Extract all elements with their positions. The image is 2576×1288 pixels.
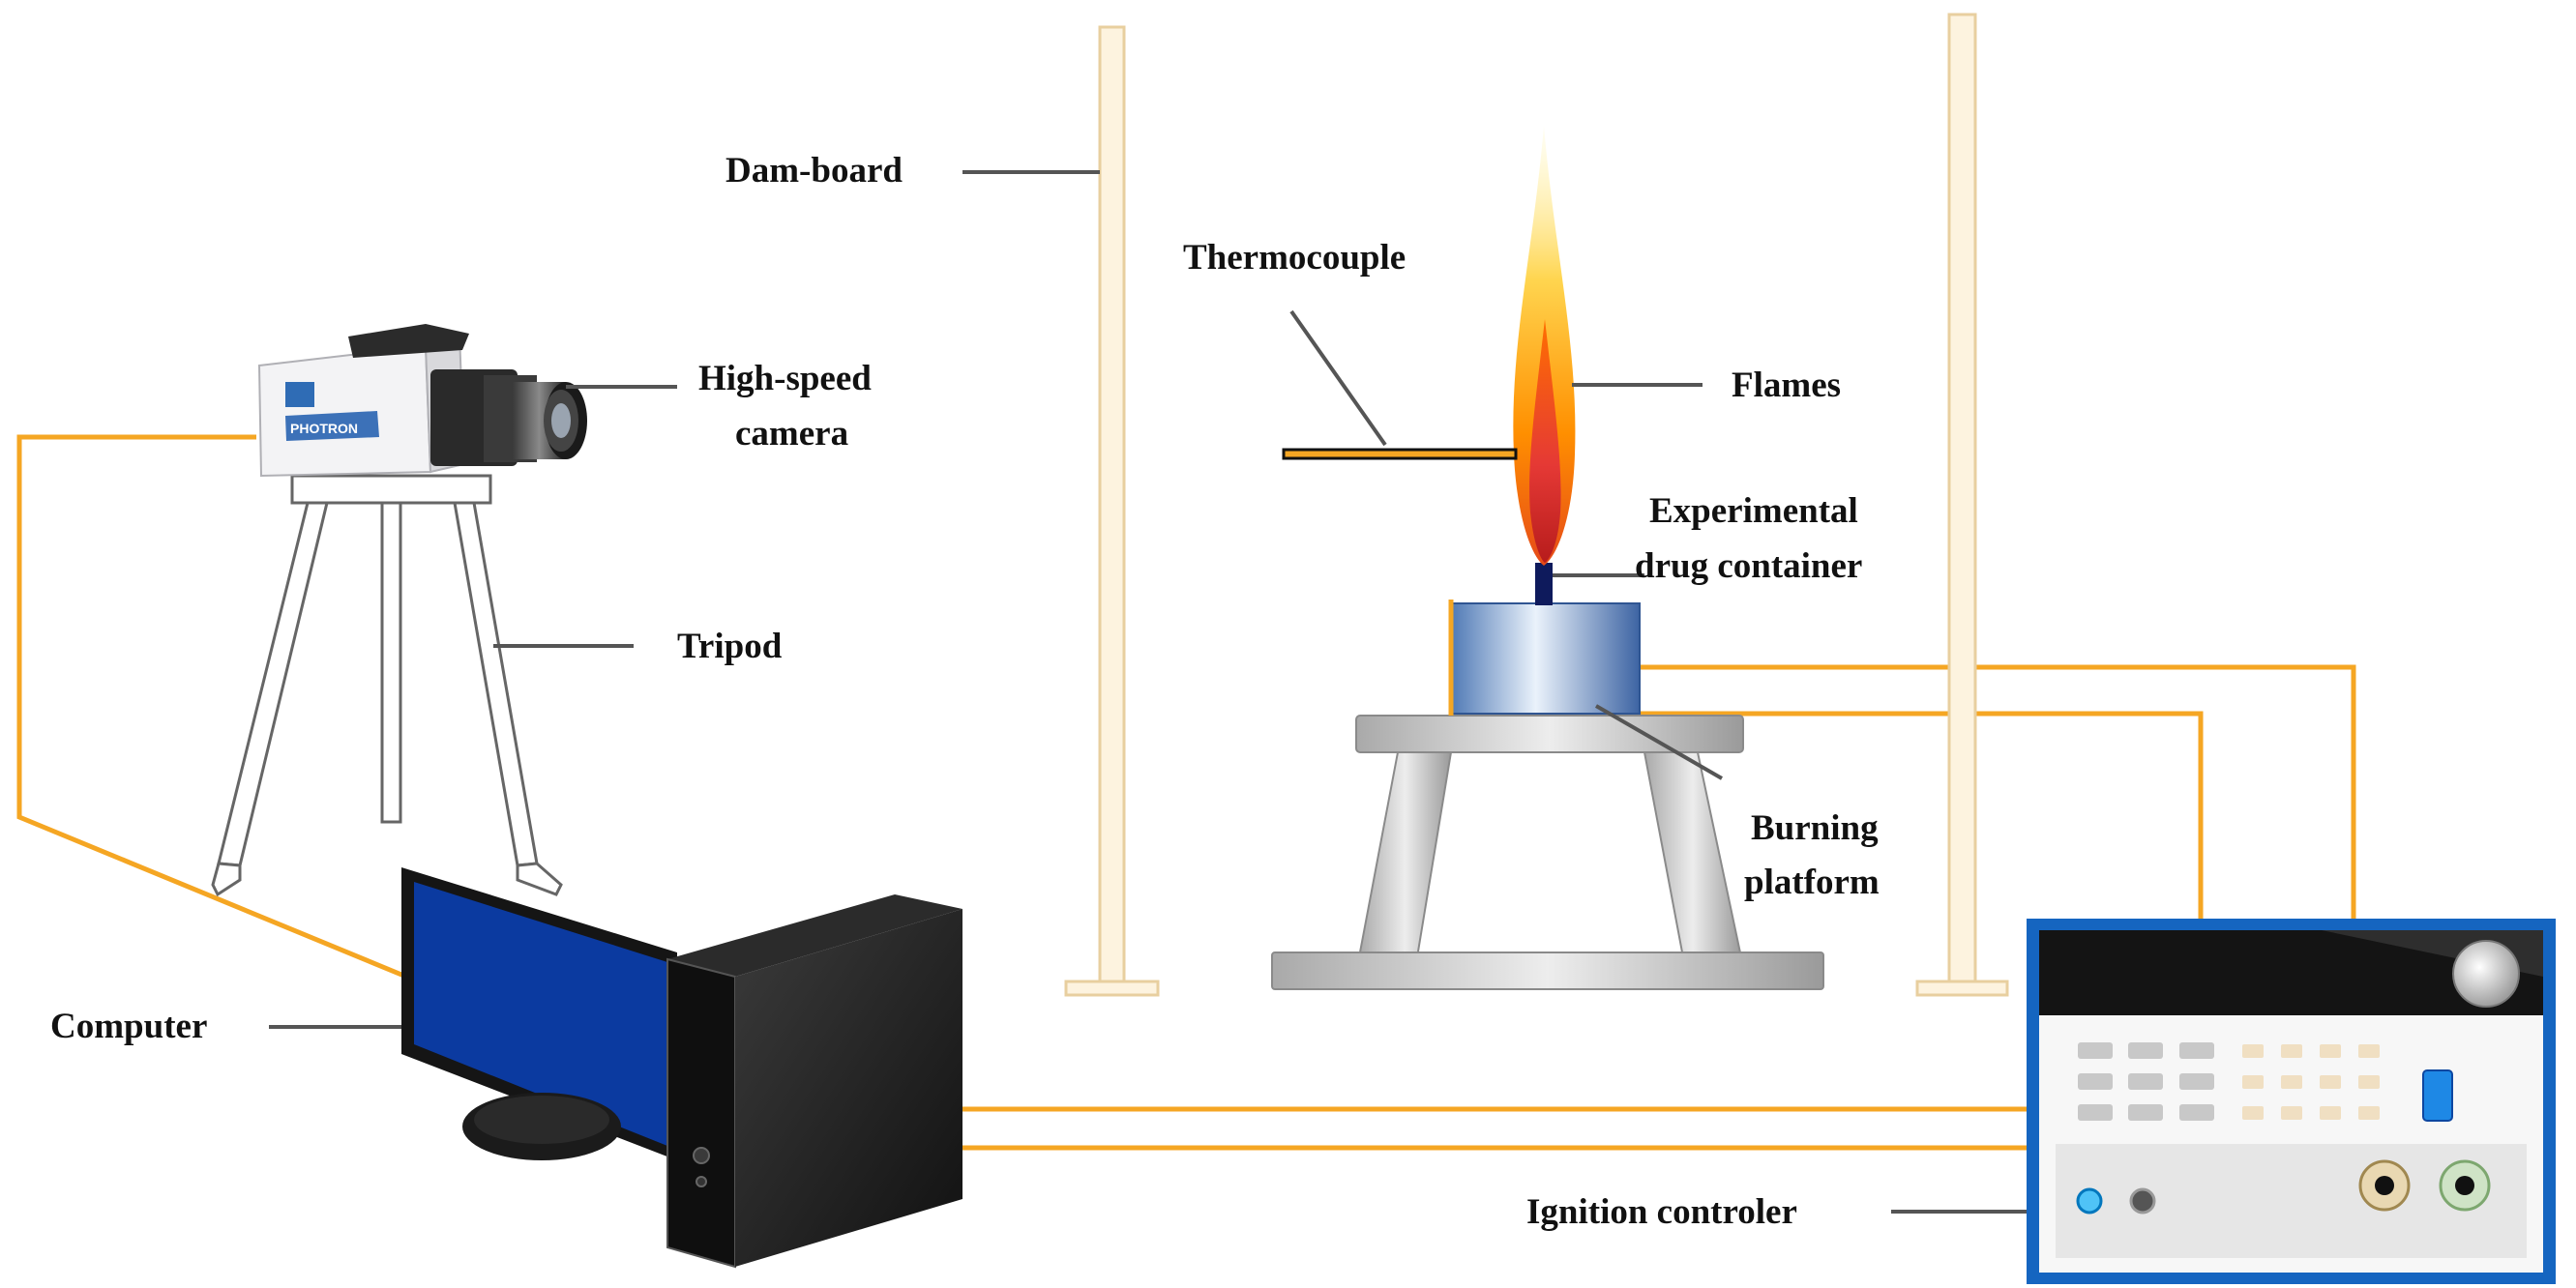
platform-to-controller-wire <box>1451 711 2204 919</box>
high-speed-camera-icon: PHOTRON <box>257 324 587 478</box>
computer-label: Computer <box>50 1007 207 1046</box>
thermocouple-leader <box>1289 309 1387 447</box>
controller-led-blue <box>2076 1187 2103 1215</box>
platform-leader <box>1595 704 1723 780</box>
dam-board-right <box>1915 13 2009 997</box>
controller-knob[interactable] <box>2452 940 2520 1008</box>
tower-side <box>735 909 962 1267</box>
controller-blue-switch[interactable] <box>2422 1069 2453 1122</box>
container-to-controller-wire <box>1640 664 2356 919</box>
power-supply-icon <box>2027 919 2556 1284</box>
controller-label: Ignition controler <box>1526 1192 1797 1232</box>
thermocouple-label: Thermocouple <box>1183 238 1406 278</box>
controller-keypad-beige <box>2242 1044 2380 1120</box>
platform-label-line2: platform <box>1744 863 1880 902</box>
labels: Dam-board Thermocouple High-speed camera… <box>50 151 1880 1232</box>
burning-platform <box>1271 715 1824 990</box>
camera-brand-text: PHOTRON <box>290 421 358 436</box>
desktop-computer-icon <box>401 867 962 1269</box>
platform-label-line1: Burning <box>1751 808 1879 848</box>
leader-lines <box>269 170 2027 1214</box>
tower-top <box>667 894 962 977</box>
camera-label-line2: camera <box>735 414 848 454</box>
controller-led-grey <box>2129 1187 2156 1215</box>
container-label-line1: Experimental <box>1649 491 1858 531</box>
thermocouple <box>1282 448 1518 460</box>
camera-label-line1: High-speed <box>698 359 872 398</box>
container-label-line2: drug container <box>1635 546 1862 586</box>
tower-front <box>666 957 736 1269</box>
dam-board-label: Dam-board <box>725 151 903 190</box>
monitor-screen <box>414 882 667 1146</box>
camera-to-computer-wire <box>16 434 407 980</box>
controller-keypad-grey <box>2078 1042 2214 1121</box>
experimental-drug-container <box>1448 563 1641 716</box>
dam-board-left <box>1064 25 1160 997</box>
tripod-label: Tripod <box>677 627 783 666</box>
tripod <box>211 474 563 897</box>
flames-label: Flames <box>1732 366 1841 405</box>
flame-icon <box>1513 126 1576 566</box>
wires <box>16 434 2356 1151</box>
